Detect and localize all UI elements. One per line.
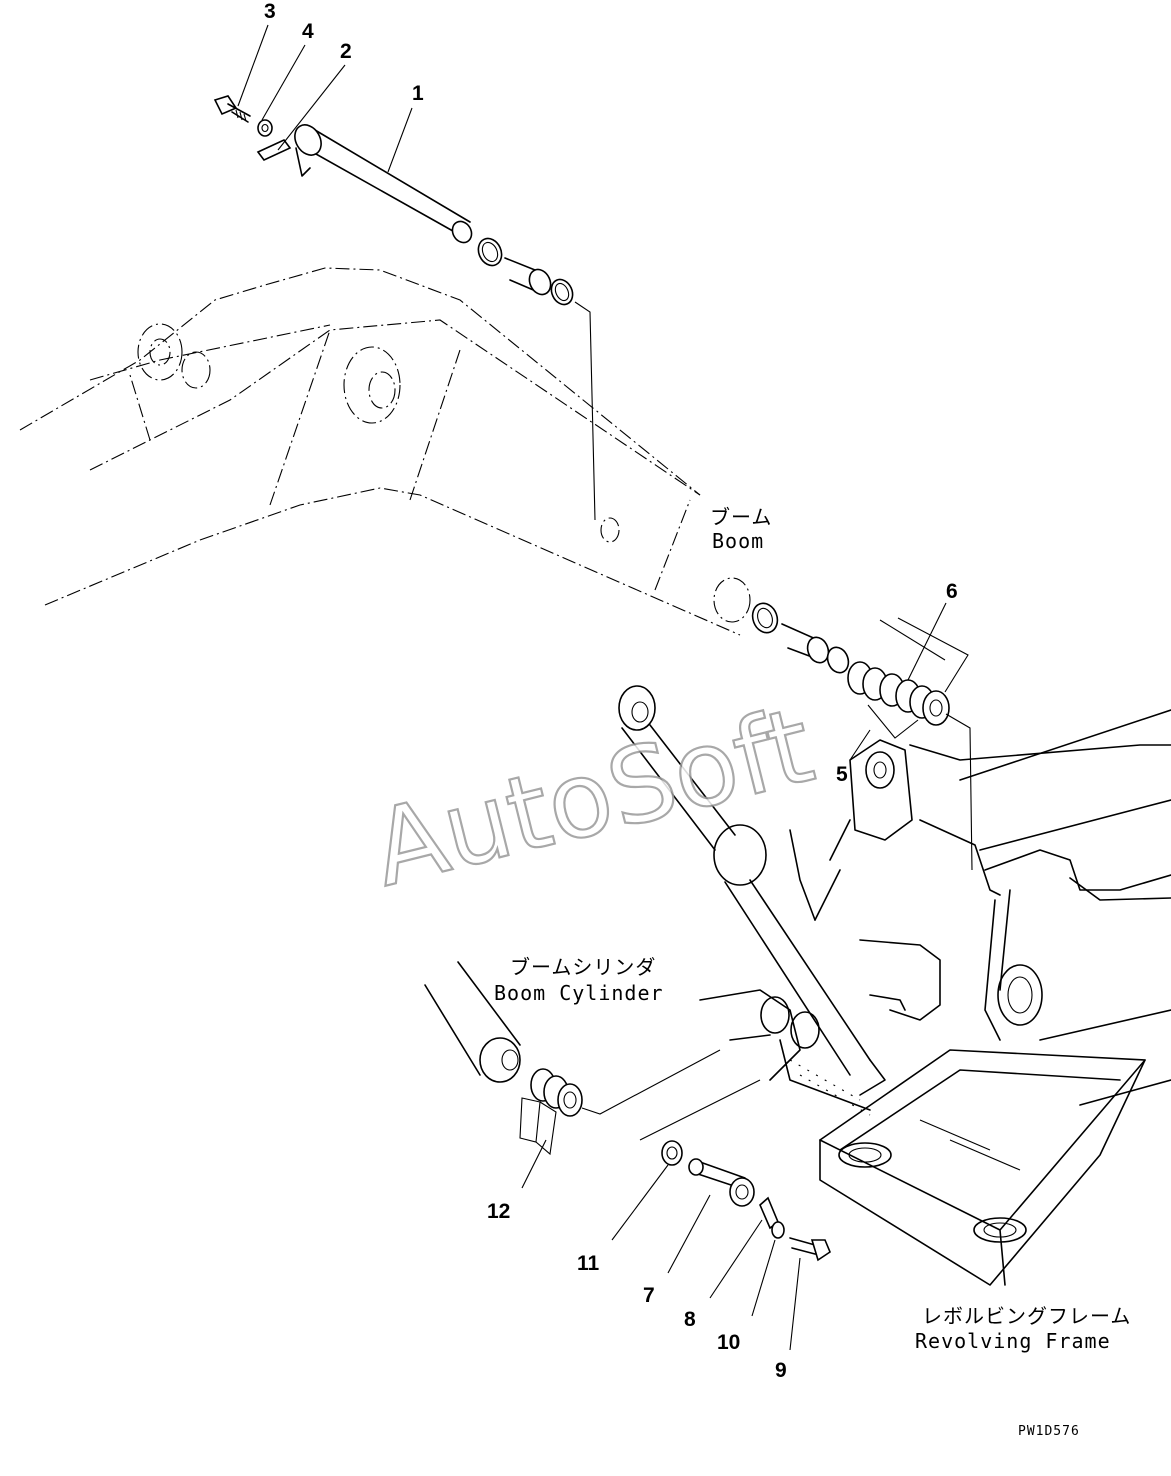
revolving-frame <box>699 709 1171 1286</box>
revolving-frame-label-en: Revolving Frame <box>915 1329 1111 1353</box>
boom-cylinder-label-en: Boom Cylinder <box>494 981 664 1005</box>
boom-outline <box>19 267 751 636</box>
callout-1: 1 <box>412 82 424 105</box>
bolt-top <box>213 95 251 123</box>
leader-lines <box>237 24 947 1351</box>
bushings-upper <box>477 237 596 521</box>
callout-5: 5 <box>836 763 848 786</box>
drawing-code: PW1D576 <box>1018 1424 1080 1439</box>
pin-7 <box>688 1158 755 1207</box>
callout-10: 10 <box>717 1331 740 1354</box>
shims <box>847 617 973 871</box>
watermark: AutoSoft <box>361 684 824 910</box>
callout-4: 4 <box>302 20 314 43</box>
boom-label-jp: ブーム <box>710 505 772 529</box>
bolt-9 <box>789 1237 831 1262</box>
callout-9: 9 <box>775 1359 787 1382</box>
boom-label-en: Boom <box>712 529 764 553</box>
callout-8: 8 <box>684 1308 696 1331</box>
boom-cylinder <box>618 685 886 1096</box>
callout-12: 12 <box>487 1200 510 1223</box>
boom-cylinder-label-jp: ブームシリンダ <box>510 955 656 979</box>
callout-7: 7 <box>643 1284 655 1307</box>
washer-10 <box>771 1221 785 1239</box>
washer-11 <box>639 1079 761 1166</box>
revolving-frame-label-jp: レボルビングフレーム <box>922 1304 1131 1328</box>
bushings-lower <box>751 602 850 674</box>
spacers-12 <box>519 1049 721 1156</box>
callout-3: 3 <box>264 0 276 23</box>
callout-2: 2 <box>340 40 352 63</box>
boom-top-pin <box>294 124 473 244</box>
callout-11: 11 <box>577 1252 600 1275</box>
washer-top <box>257 119 273 137</box>
lock-plate <box>256 139 292 161</box>
boom-cylinder-left <box>424 961 521 1083</box>
callout-6: 6 <box>946 580 958 603</box>
